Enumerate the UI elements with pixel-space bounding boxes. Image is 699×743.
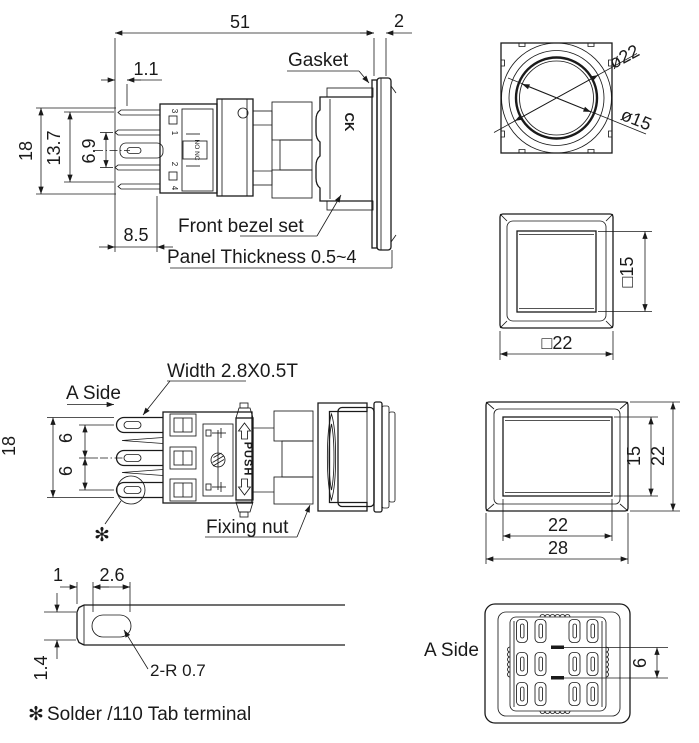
solder-asterisk: ✻ [94,525,110,546]
dim-term-1: 1 [53,565,63,585]
dim-1-1: 1.1 [133,59,158,79]
dim-18: 18 [16,141,36,161]
dim-6-top: 6 [56,433,76,443]
rear-terminals [516,619,599,706]
dim-51: 51 [230,12,250,32]
footnote-symbol: ✻ [28,704,44,725]
top-side-view: 51 2 1.1 18 13.7 6.9 8.5 [16,11,412,269]
dim-rect-15: 15 [624,446,644,466]
dim-6-bottom: 6 [56,466,76,476]
panel-thickness-label: Panel Thickness [167,247,306,268]
terminal-detail: 1 2.6 1.4 2-R 0.7 [31,565,345,681]
dim-rect-22h: 22 [548,515,568,535]
fixing-nut-label: Fixing nut [206,517,289,538]
dim-term-1-4: 1.4 [31,655,51,680]
mid-side-view: A Side Width 2.8X0.5T ✻ [0,361,396,546]
dim-rect-22v: 22 [648,446,668,466]
rear-view: A Side [424,603,668,724]
gasket-label: Gasket [288,50,349,71]
terminal-3-marking: 3 [170,109,179,114]
dim-6-9: 6.9 [79,138,99,163]
serrations [507,614,609,714]
panel-thickness-value: 0.5~4 [311,247,357,267]
dim-sq-22: □22 [542,333,573,353]
dim-rear-6: 6 [630,658,650,668]
push-marking: PUSH [242,442,254,477]
front-view-round: ø22 ø15 [493,41,654,154]
terminal-2-marking: 2 [170,162,179,167]
dim-18-mid: 18 [0,436,19,456]
footnote: ✻ Solder /110 Tab terminal [28,704,251,725]
dim-13-7: 13.7 [44,130,64,165]
dim-dia-15: ø15 [618,104,654,134]
footnote-text: Solder /110 Tab terminal [47,704,251,725]
width-label: Width 2.8X0.5T [167,361,298,382]
dim-2: 2 [394,11,404,31]
dim-sq-15: □15 [617,257,637,288]
rear-a-side-label: A Side [424,640,479,661]
front-bezel-label: Front bezel set [178,216,304,237]
terminal-1-marking: 1 [170,131,179,136]
terminal-4-marking: 4 [170,186,179,191]
a-side-label: A Side [66,383,121,404]
terminal-bases [169,413,197,502]
dim-rect-28: 28 [548,538,568,558]
dim-8-5: 8.5 [123,225,148,245]
dim-term-2-6: 2.6 [99,565,124,585]
brand-logo: CK [342,113,357,132]
front-view-rect: 15 22 22 28 [485,401,680,564]
front-view-square: □15 □22 [499,213,652,360]
no-nc-marking: NO NC [193,140,200,161]
radius-label: 2-R 0.7 [150,661,206,680]
